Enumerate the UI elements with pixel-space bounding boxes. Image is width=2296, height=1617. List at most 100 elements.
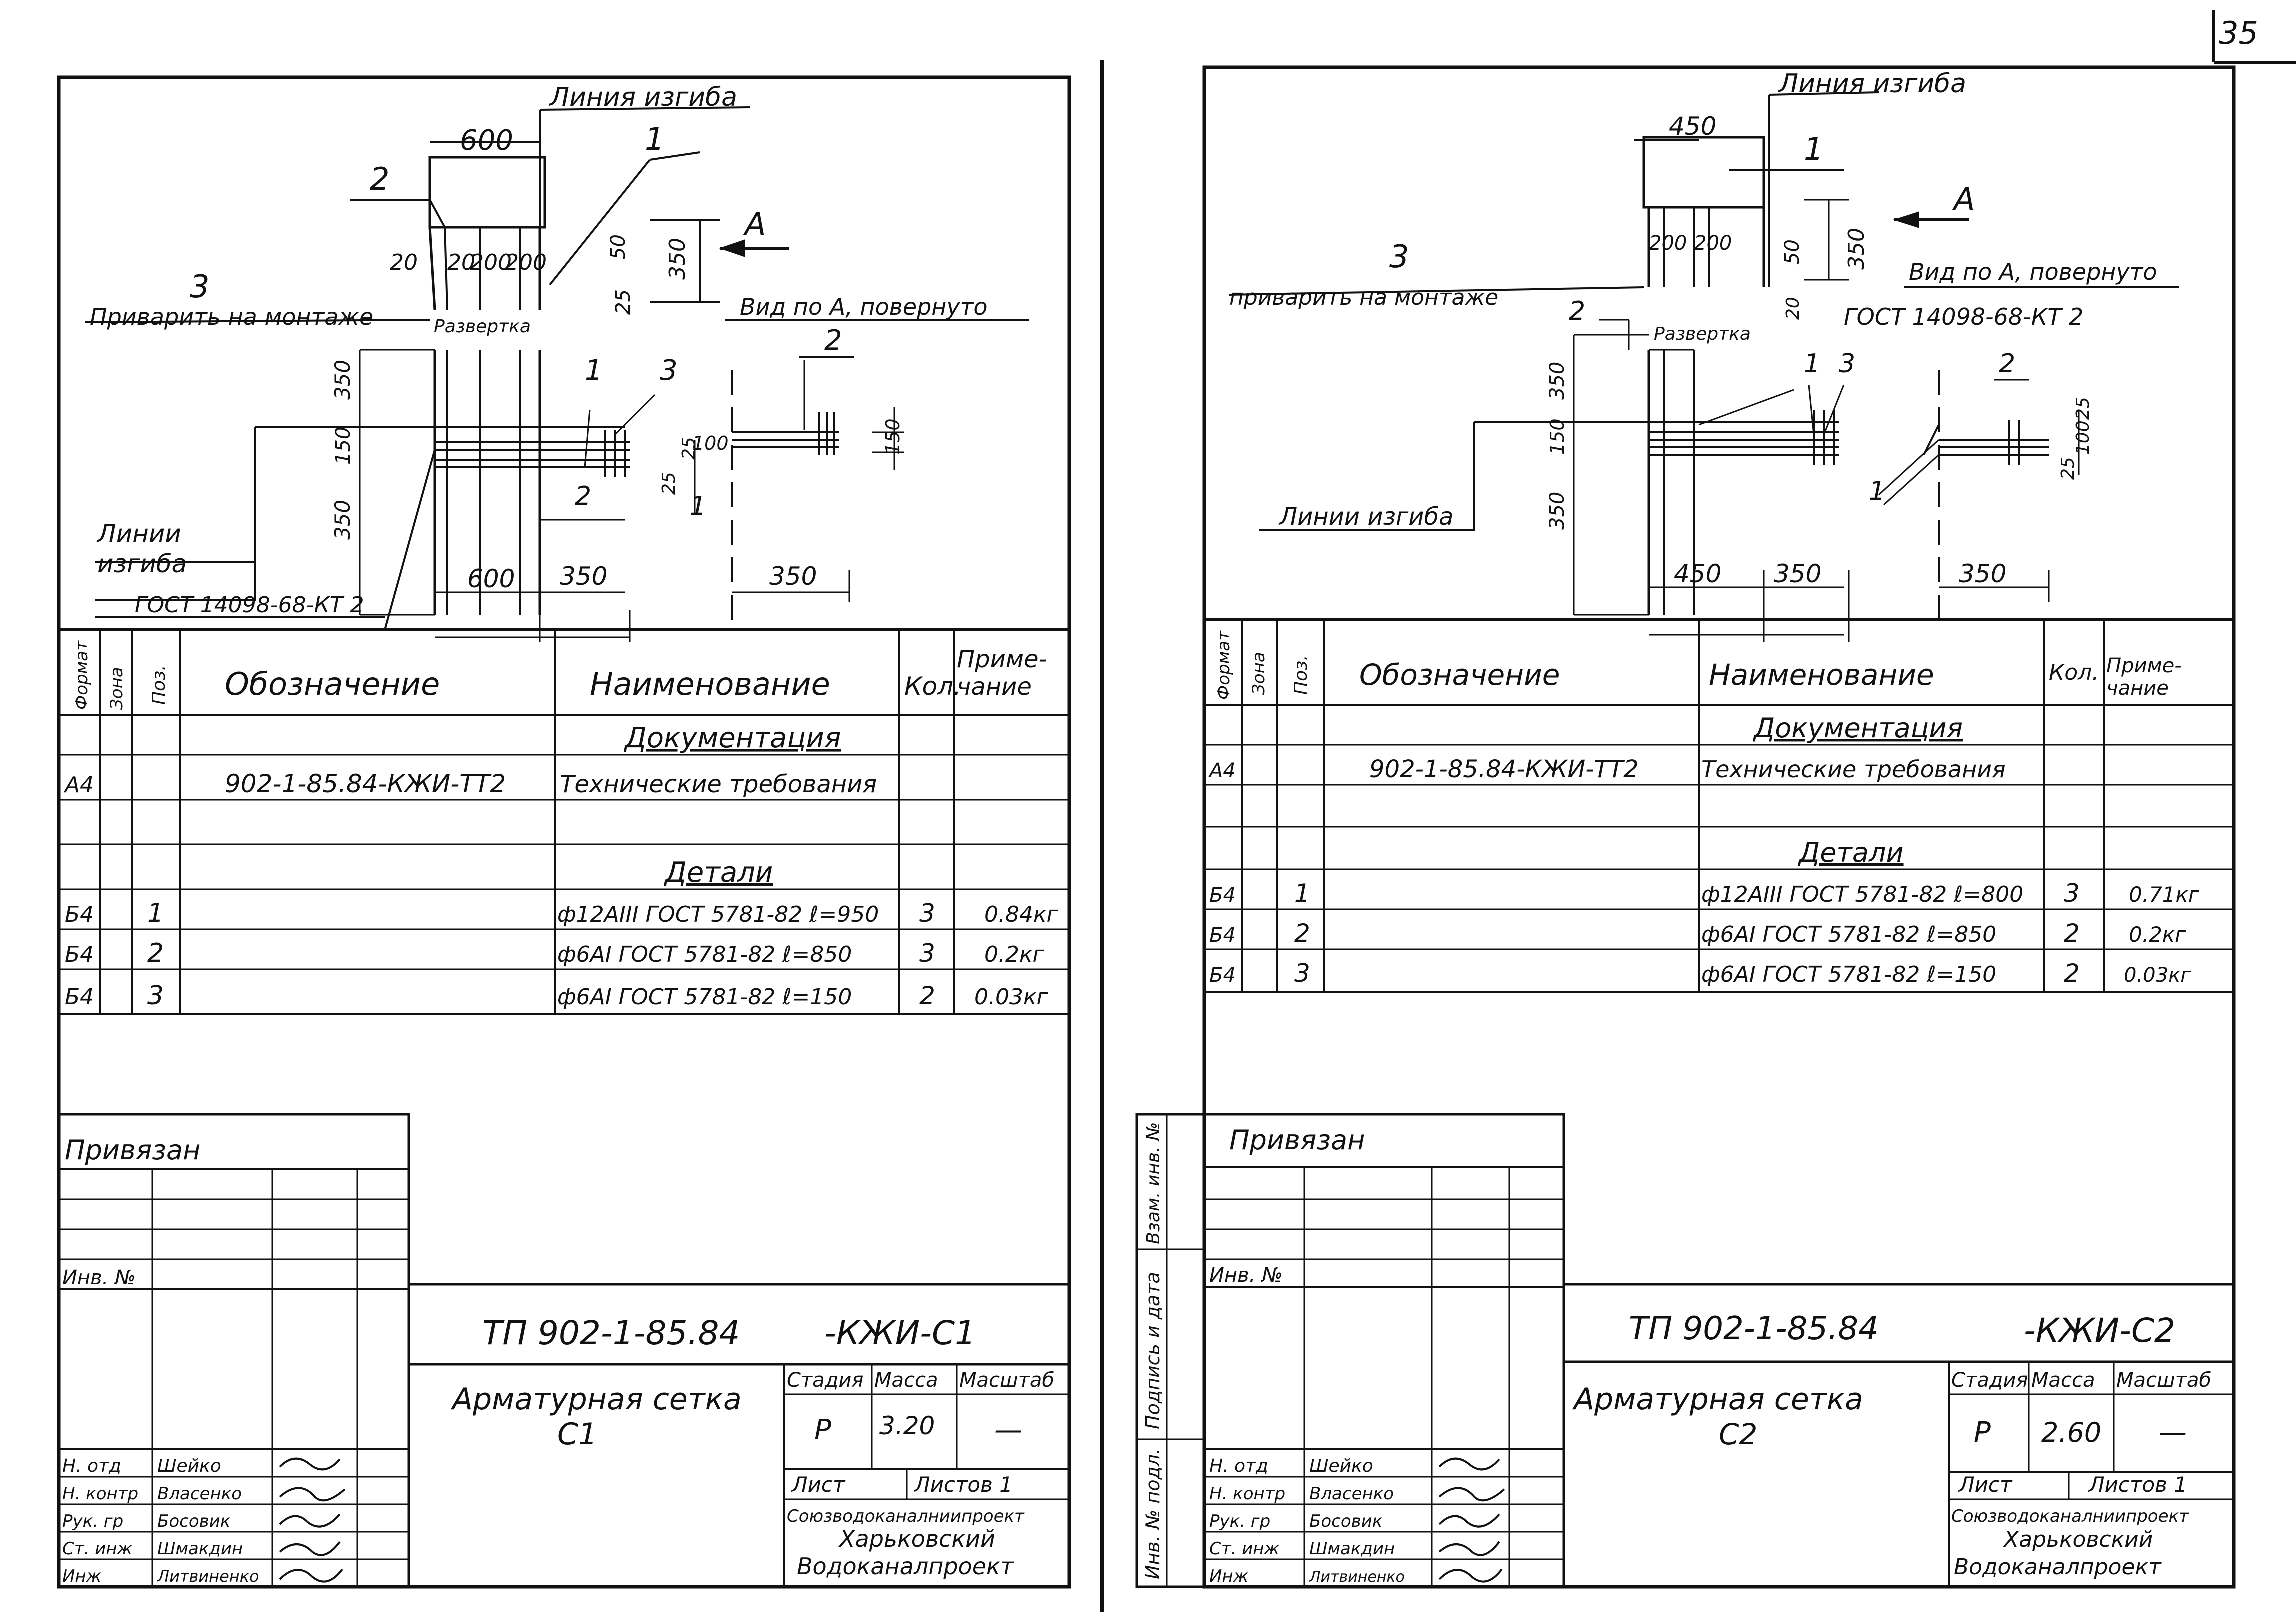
c2-gost-label: ГОСТ 14098-68-КТ 2 bbox=[1844, 303, 2083, 330]
c2-dim-25: 25 bbox=[2073, 397, 2093, 420]
c2-role-3: Рук. гр bbox=[1209, 1511, 1270, 1531]
c1-doc-code: ТП 902-1-85.84 bbox=[482, 1314, 740, 1352]
c2-row3-pos: 3 bbox=[1294, 959, 1310, 988]
c2-bound-label: Привязан bbox=[1229, 1124, 1365, 1156]
c2-mass: 2.60 bbox=[2041, 1417, 2101, 1448]
c2-h-scale: Масштаб bbox=[2116, 1369, 2211, 1392]
c2-pos-1b: 1 bbox=[1804, 349, 1820, 379]
c2-name-1: Шейко bbox=[1309, 1456, 1373, 1476]
c1-spec-text: Формат Зона Поз. Обозначение Наименовани… bbox=[63, 640, 1059, 1011]
c1-signatures bbox=[279, 1457, 346, 1583]
c1-row2-format: Б4 bbox=[65, 942, 94, 967]
c2-row1-pos: 1 bbox=[1294, 879, 1310, 908]
c2-inv-label: Инв. № bbox=[1209, 1264, 1283, 1287]
c1-name-2: Власенко bbox=[157, 1484, 242, 1504]
c1-sheet-label: Лист bbox=[791, 1472, 846, 1497]
c1-h-name: Наименование bbox=[590, 666, 830, 702]
c1-stamp bbox=[57, 1113, 1069, 1588]
c1-h-zone: Зона bbox=[107, 667, 127, 710]
c2-pos-1c: 1 bbox=[1869, 476, 1885, 506]
c1-h-designation: Обозначение bbox=[225, 666, 440, 702]
c1-dim-20a: 20 bbox=[390, 250, 418, 275]
c1-row3-qty: 2 bbox=[919, 981, 935, 1010]
c1-pos-3b: 3 bbox=[660, 354, 678, 387]
c1-org-2: Харьковский bbox=[838, 1525, 995, 1552]
c2-h-format: Формат bbox=[1214, 630, 1234, 700]
c2-org-3: Водоканалпроект bbox=[1954, 1554, 2162, 1580]
c2-role-1: Н. отд bbox=[1209, 1456, 1268, 1476]
c1-scale: — bbox=[994, 1414, 1022, 1446]
c1-role-1: Н. отд bbox=[62, 1456, 121, 1476]
c2-h-note-1: Приме- bbox=[2106, 654, 2182, 677]
c2-h-qty: Кол. bbox=[2049, 660, 2099, 685]
c1-sheets-count: Листов 1 bbox=[913, 1472, 1013, 1497]
c1-role-5: Инж bbox=[62, 1566, 102, 1586]
c2-row1-note: 0.71кг bbox=[2129, 882, 2200, 907]
c1-dim-350-a: 350 bbox=[330, 360, 355, 400]
c2-doc-designation: 902-1-85.84-КЖИ-ТТ2 bbox=[1369, 755, 1639, 783]
c2-section-parts: Детали bbox=[1798, 837, 1904, 868]
c1-arrow-a: А bbox=[743, 206, 765, 242]
c1-pos-3: 3 bbox=[190, 268, 209, 305]
c1-pos-1b: 1 bbox=[585, 354, 603, 387]
c2-h-pos: Поз. bbox=[1291, 655, 1311, 695]
c1-doc-name: Технические требования bbox=[560, 770, 877, 798]
c1-org-3: Водоканалпроект bbox=[797, 1553, 1014, 1580]
c1-row2-name: ф6АI ГОСТ 5781-82 ℓ=850 bbox=[557, 942, 852, 967]
c2-dim-20: 20 bbox=[1783, 297, 1803, 320]
c1-h-stage: Стадия bbox=[787, 1369, 863, 1392]
c2-row2-pos: 2 bbox=[1294, 919, 1310, 948]
c1-dim-25: 25 bbox=[612, 289, 635, 315]
c1-pos-1c: 1 bbox=[690, 491, 706, 521]
c2-side-sign: Подпись и дата bbox=[1142, 1272, 1164, 1429]
c1-pos-2: 2 bbox=[370, 161, 389, 197]
c2-row3-name: ф6АI ГОСТ 5781-82 ℓ=150 bbox=[1701, 962, 1996, 987]
c1-bound-label: Привязан bbox=[65, 1134, 200, 1166]
c2-org-1: Союзводоканалниипроект bbox=[1951, 1506, 2189, 1526]
c1-dim-25b: 25 bbox=[679, 437, 699, 460]
c2-pos-1: 1 bbox=[1804, 131, 1823, 167]
c2-dim-100: 100 bbox=[2073, 420, 2093, 455]
c1-mass: 3.20 bbox=[879, 1411, 935, 1440]
c1-section-parts: Детали bbox=[663, 856, 773, 889]
c2-row2-name: ф6АI ГОСТ 5781-82 ℓ=850 bbox=[1701, 922, 1996, 947]
c2-section-doc: Документация bbox=[1753, 712, 1963, 744]
c1-row1-note: 0.84кг bbox=[984, 902, 1059, 927]
c2-dim-350-a: 350 bbox=[1546, 362, 1569, 400]
c1-dim-200b: 200 bbox=[505, 250, 547, 275]
c1-dim-25c: 25 bbox=[659, 472, 679, 495]
c1-dim-150b: 150 bbox=[882, 418, 904, 455]
c2-side-replace: Взам. инв. № bbox=[1143, 1122, 1164, 1244]
c1-row3-format: Б4 bbox=[65, 984, 94, 1010]
c1-role-3: Рук. гр bbox=[62, 1511, 123, 1531]
c2-doc-name: Технические требования bbox=[1701, 756, 2006, 783]
c2-row3-format: Б4 bbox=[1209, 964, 1236, 987]
c1-org-1: Союзводоканалниипроект bbox=[787, 1506, 1025, 1526]
c1-dim-150: 150 bbox=[332, 427, 355, 465]
c2-arrow-a: А bbox=[1952, 181, 1975, 217]
c2-row2-qty: 2 bbox=[2064, 919, 2080, 948]
c2-dim-200a: 200 bbox=[1649, 232, 1687, 255]
c2-dim-350-v: 350 bbox=[1844, 228, 1869, 270]
c1-inv-label: Инв. № bbox=[62, 1266, 136, 1289]
c2-side-inv: Инв. № подл. bbox=[1142, 1448, 1164, 1579]
c1-pos-2c: 2 bbox=[575, 481, 591, 511]
c1-dim-top: 600 bbox=[460, 124, 513, 157]
c1-dim-350-v: 350 bbox=[665, 238, 690, 280]
c2-unfold-label: Развертка bbox=[1654, 324, 1751, 344]
c2-row1-name: ф12АIII ГОСТ 5781-82 ℓ=800 bbox=[1701, 882, 2023, 907]
c1-name-5: Литвиненко bbox=[157, 1567, 259, 1586]
c2-h-note-2: чание bbox=[2106, 677, 2169, 700]
c1-dim-600-b: 600 bbox=[467, 564, 515, 593]
c2-name-5: Литвиненко bbox=[1309, 1568, 1405, 1586]
c1-dim-350-c: 350 bbox=[560, 562, 607, 591]
c1-h-note-2: чание bbox=[957, 673, 1032, 701]
c1-h-format: Формат bbox=[72, 640, 92, 710]
c2-h-mass: Масса bbox=[2031, 1369, 2095, 1392]
page-number-frame bbox=[2212, 10, 2296, 64]
c2-name-3: Босовик bbox=[1309, 1511, 1383, 1531]
c2-pos-3: 3 bbox=[1389, 238, 1409, 275]
page-number: 35 bbox=[2219, 15, 2258, 51]
c1-row1-pos: 1 bbox=[147, 898, 164, 928]
